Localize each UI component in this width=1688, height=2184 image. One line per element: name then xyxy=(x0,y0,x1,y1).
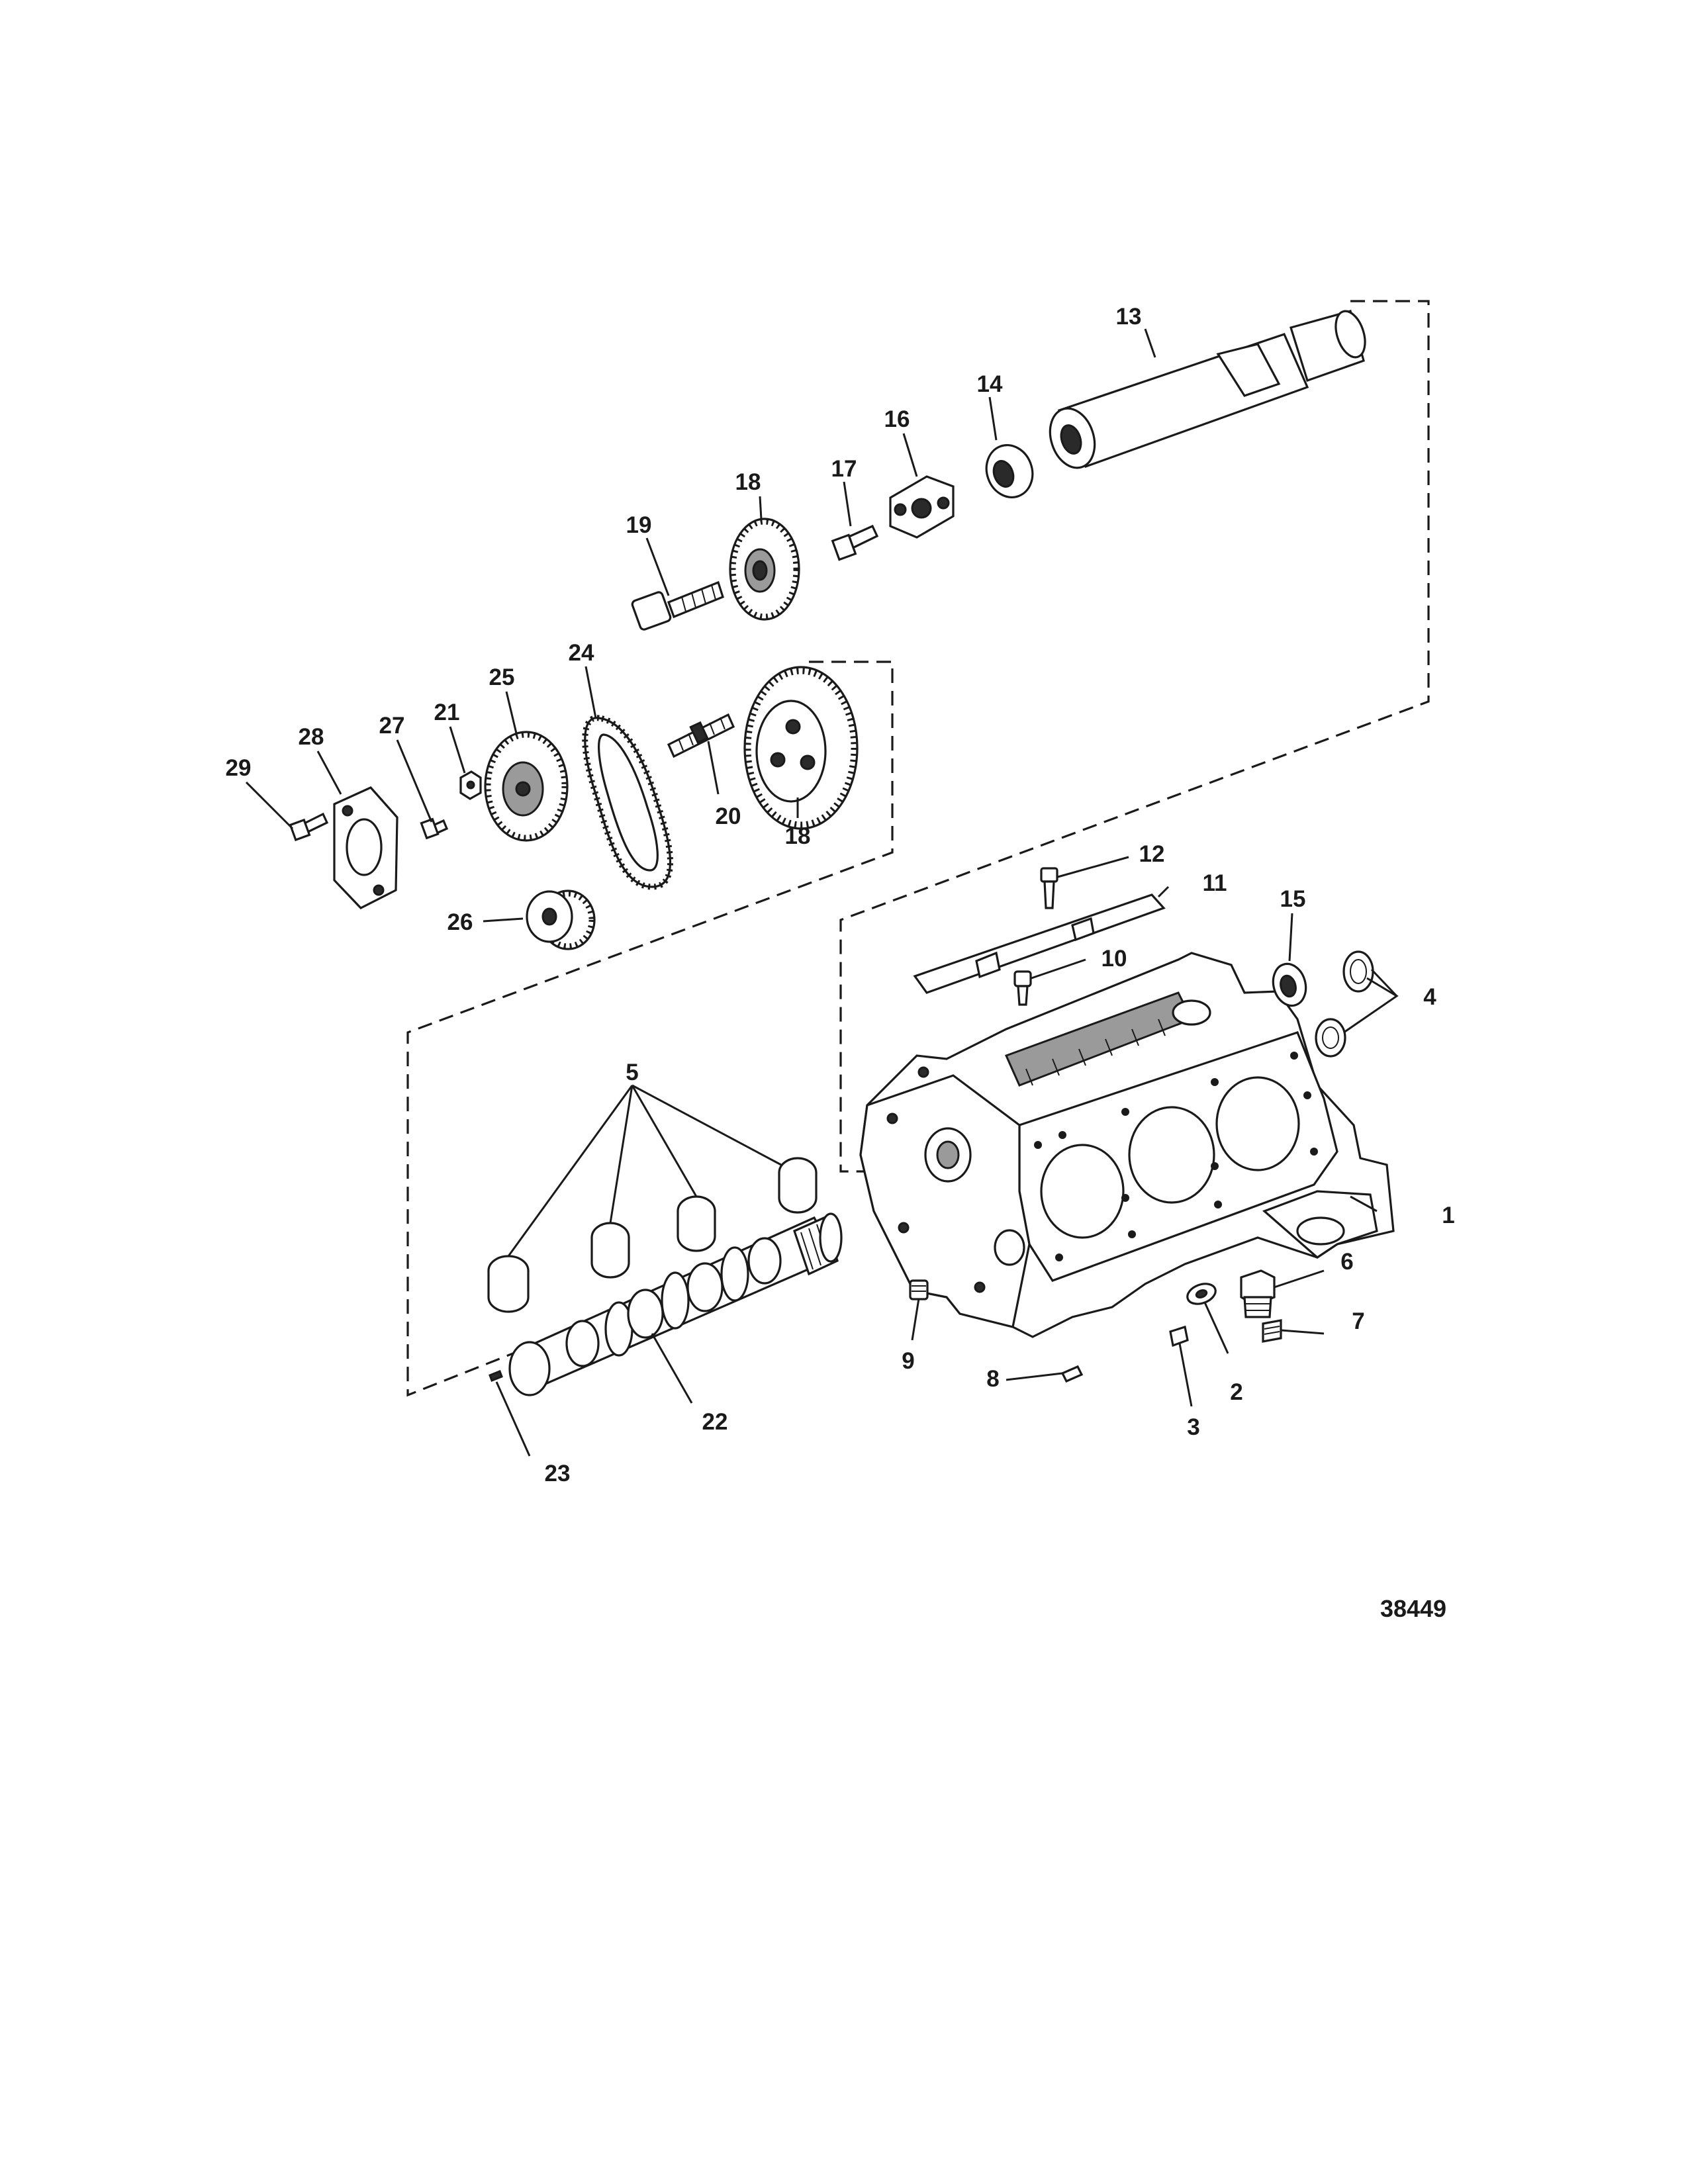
callout-26: 26 xyxy=(447,909,473,935)
pipe-plug xyxy=(1262,1319,1282,1343)
callout-19: 19 xyxy=(626,512,652,538)
callout-28: 28 xyxy=(299,724,324,750)
leader-lines xyxy=(245,328,1399,1457)
callout-18-upper: 18 xyxy=(735,469,761,495)
thrust-plate-screw xyxy=(289,812,329,842)
crankshaft-sprocket xyxy=(526,889,596,950)
callout-29: 29 xyxy=(226,755,252,781)
nut xyxy=(459,770,482,800)
cam-bearings xyxy=(487,1157,818,1313)
sprocket-bolt xyxy=(420,817,449,840)
callout-11: 11 xyxy=(1203,870,1227,896)
cam-key xyxy=(489,1370,503,1382)
timing-chain xyxy=(582,715,673,890)
valley-baffle xyxy=(913,893,1166,994)
callout-8: 8 xyxy=(986,1366,999,1392)
callout-16: 16 xyxy=(884,406,910,432)
callout-17: 17 xyxy=(831,456,857,482)
callout-6: 6 xyxy=(1340,1249,1353,1275)
callout-20: 20 xyxy=(716,803,741,829)
pin xyxy=(1060,1365,1084,1383)
figure-number: 38449 xyxy=(1380,1595,1446,1622)
callout-12: 12 xyxy=(1139,841,1165,867)
balance-shaft xyxy=(1049,310,1366,469)
thrust-plate xyxy=(333,786,399,909)
drain-plug xyxy=(1240,1269,1276,1318)
baffle-bolt xyxy=(1040,867,1058,909)
callout-18-lower: 18 xyxy=(785,823,811,849)
oil-fitting xyxy=(909,1279,929,1300)
callout-2: 2 xyxy=(1230,1379,1243,1405)
callout-22: 22 xyxy=(702,1409,728,1435)
callout-23: 23 xyxy=(545,1461,571,1486)
retainer-bolt xyxy=(831,524,879,561)
callout-27: 27 xyxy=(379,713,405,739)
callout-1: 1 xyxy=(1442,1203,1454,1228)
callout-7: 7 xyxy=(1352,1308,1364,1334)
cam-plugs xyxy=(1315,950,1374,1058)
rear-seal xyxy=(1272,962,1307,1007)
camshaft xyxy=(508,1212,843,1396)
callout-14: 14 xyxy=(977,371,1003,397)
callout-10: 10 xyxy=(1102,946,1127,972)
callout-25: 25 xyxy=(489,664,515,690)
stud xyxy=(667,713,735,758)
cylinder-block xyxy=(859,952,1395,1338)
callout-labels: 13 14 16 17 18 19 24 25 21 27 28 29 20 1… xyxy=(226,304,1455,1486)
assembly-dashed-lines xyxy=(406,300,1430,1397)
callout-15: 15 xyxy=(1280,886,1306,912)
fitting xyxy=(1013,970,1032,1006)
callout-3: 3 xyxy=(1187,1414,1199,1440)
callout-21: 21 xyxy=(434,700,460,725)
balance-shaft-bearing xyxy=(985,444,1034,498)
dowel-pin xyxy=(1169,1325,1189,1347)
callout-9: 9 xyxy=(902,1348,914,1374)
bearing-retainer xyxy=(889,475,955,539)
callout-4: 4 xyxy=(1423,984,1436,1010)
callout-5: 5 xyxy=(626,1060,638,1085)
balance-shaft-drive-gear xyxy=(729,518,800,621)
callout-24: 24 xyxy=(569,640,594,666)
gear-bolt xyxy=(631,580,724,631)
camshaft-sprocket xyxy=(484,731,569,842)
balance-shaft-driven-gear xyxy=(743,666,859,830)
washer xyxy=(1186,1283,1217,1305)
callout-13: 13 xyxy=(1116,304,1142,330)
